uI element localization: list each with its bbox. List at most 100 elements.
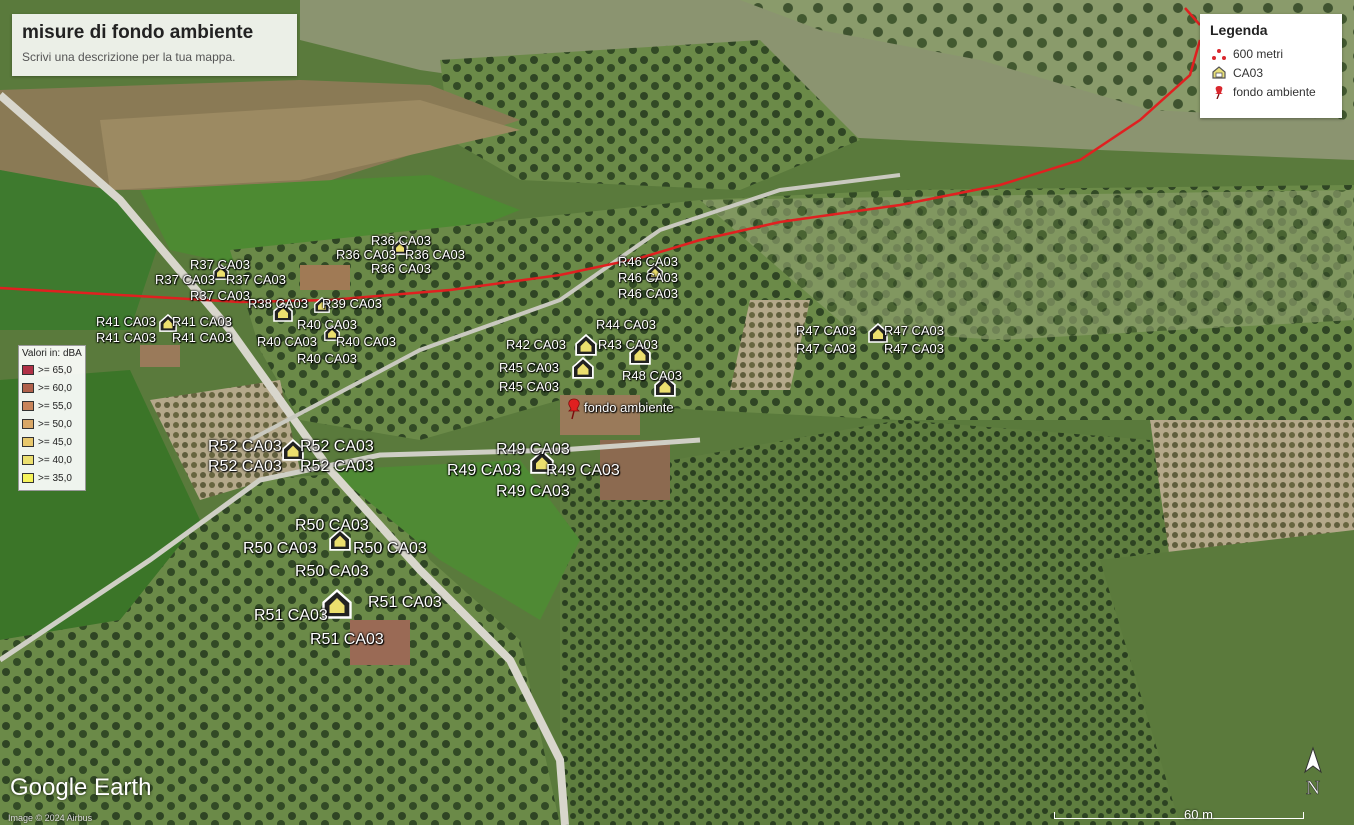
marker-label-r51: R51 CA03 [254,607,328,624]
value-scale-legend: Valori in: dBA >= 65,0 >= 60,0 >= 55,0 >… [18,345,86,491]
marker-label-r36: R36 CA03 [371,261,431,276]
marker-label-r44: R44 CA03 [596,317,656,332]
marker-label-r52: R52 CA03 [300,438,374,455]
color-swatch [22,383,34,393]
color-swatch [22,401,34,411]
north-label: N [1306,777,1320,798]
marker-label-r47: R47 CA03 [884,323,944,338]
marker-label-r38: R38 CA03 [248,296,308,311]
google-earth-logo: Google Earth [10,774,152,801]
marker-label-r50: R50 CA03 [243,540,317,557]
house-marker-icon-r42[interactable] [575,334,597,356]
house-marker-icon-r45[interactable] [572,357,594,379]
marker-label-r37: R37 CA03 [155,272,215,287]
value-scale-row: >= 65,0 [22,361,82,379]
house-marker-icon-r50[interactable] [329,529,351,551]
marker-label-r36: R36 CA03 [405,247,465,262]
scale-bar-label: 60 m [1184,807,1213,822]
legend-item-600m: 600 metri [1210,44,1332,63]
marker-label-r37: R37 CA03 [190,288,250,303]
house-marker-icon-r49[interactable] [530,450,554,474]
marker-label-r37: R37 CA03 [190,257,250,272]
marker-label-r52: R52 CA03 [208,458,282,475]
marker-label-r50: R50 CA03 [295,517,369,534]
marker-label-r49: R49 CA03 [496,441,570,458]
value-scale-row: >= 50,0 [22,415,82,433]
north-arrow-icon[interactable]: N [1302,746,1324,798]
boundary-600m-line [0,39,1202,304]
house-marker-icon-r39[interactable] [314,297,330,313]
marker-label-r50: R50 CA03 [295,563,369,580]
house-marker-icon-r46[interactable] [647,264,663,280]
marker-label-r49: R49 CA03 [496,483,570,500]
marker-label-r41: R41 CA03 [96,314,156,329]
house-marker-icon-r51[interactable] [322,589,352,619]
value-scale-row: >= 60,0 [22,379,82,397]
scale-bar-line [1054,812,1304,819]
value-scale-row: >= 55,0 [22,397,82,415]
marker-label-r39: R39 CA03 [322,296,382,311]
map-title-panel: misure di fondo ambiente Scrivi una desc… [12,14,297,76]
marker-label-r49: R49 CA03 [447,462,521,479]
marker-label-r41: R41 CA03 [172,330,232,345]
house-marker-icon-r47[interactable] [868,323,888,343]
marker-label-r48: R48 CA03 [622,368,682,383]
marker-label-r41: R41 CA03 [96,330,156,345]
value-scale-header: Valori in: dBA [22,348,82,359]
house-marker-icon-r40[interactable] [324,325,340,341]
pushpin-icon[interactable] [566,398,582,420]
scale-bar: 60 m [1054,801,1304,823]
house-marker-icon-r36[interactable] [392,239,408,255]
marker-label-r41: R41 CA03 [172,314,232,329]
marker-label-r36: R36 CA03 [336,247,396,262]
marker-label-r46: R46 CA03 [618,254,678,269]
house-marker-icon-r41[interactable] [159,314,177,332]
marker-label-r40: R40 CA03 [297,351,357,366]
marker-label-r37: R37 CA03 [226,272,286,287]
legend-panel: Legenda 600 metri CA03 fondo ambiente [1200,14,1342,118]
value-scale-row: >= 40,0 [22,451,82,469]
house-marker-icon-r43[interactable] [629,343,651,365]
marker-label-r45: R45 CA03 [499,360,559,375]
house-marker-icon-r37[interactable] [213,264,229,280]
house-icon [1210,66,1228,80]
marker-label-r52: R52 CA03 [208,438,282,455]
color-swatch [22,419,34,429]
map-title: misure di fondo ambiente [22,22,254,43]
marker-label-r36: R36 CA03 [371,233,431,248]
marker-label-r47: R47 CA03 [796,341,856,356]
color-swatch [22,473,34,483]
map-description[interactable]: Scrivi una descrizione per la tua mappa. [22,50,236,64]
marker-label-r47: R47 CA03 [884,341,944,356]
color-swatch [22,437,34,447]
house-marker-icon-r38[interactable] [273,302,293,322]
house-marker-icon-r48[interactable] [654,375,676,397]
marker-label-r52: R52 CA03 [300,458,374,475]
marker-label-r45: R45 CA03 [499,379,559,394]
color-swatch [22,455,34,465]
legend-item-fondo: fondo ambiente [1210,82,1332,101]
marker-label-r43: R43 CA03 [598,337,658,352]
marker-label-r49: R49 CA03 [546,462,620,479]
legend-title: Legenda [1210,22,1268,38]
marker-label-r40: R40 CA03 [336,334,396,349]
marker-label-r51: R51 CA03 [310,631,384,648]
value-scale-row: >= 35,0 [22,469,82,487]
value-scale-row: >= 45,0 [22,433,82,451]
house-marker-icon-r52[interactable] [282,439,304,461]
marker-label-r46: R46 CA03 [618,270,678,285]
marker-label-r42: R42 CA03 [506,337,566,352]
pushpin-icon [1210,85,1228,99]
marker-label-r51: R51 CA03 [368,594,442,611]
marker-label-r40: R40 CA03 [297,317,357,332]
imagery-credit: Image © 2024 Airbus [8,813,93,823]
dots-icon [1210,47,1228,61]
color-swatch [22,365,34,375]
marker-label-r40: R40 CA03 [257,334,317,349]
marker-label-r50: R50 CA03 [353,540,427,557]
legend-item-ca03: CA03 [1210,63,1332,82]
marker-label-r46: R46 CA03 [618,286,678,301]
fondo-ambiente-label: fondo ambiente [584,400,674,415]
